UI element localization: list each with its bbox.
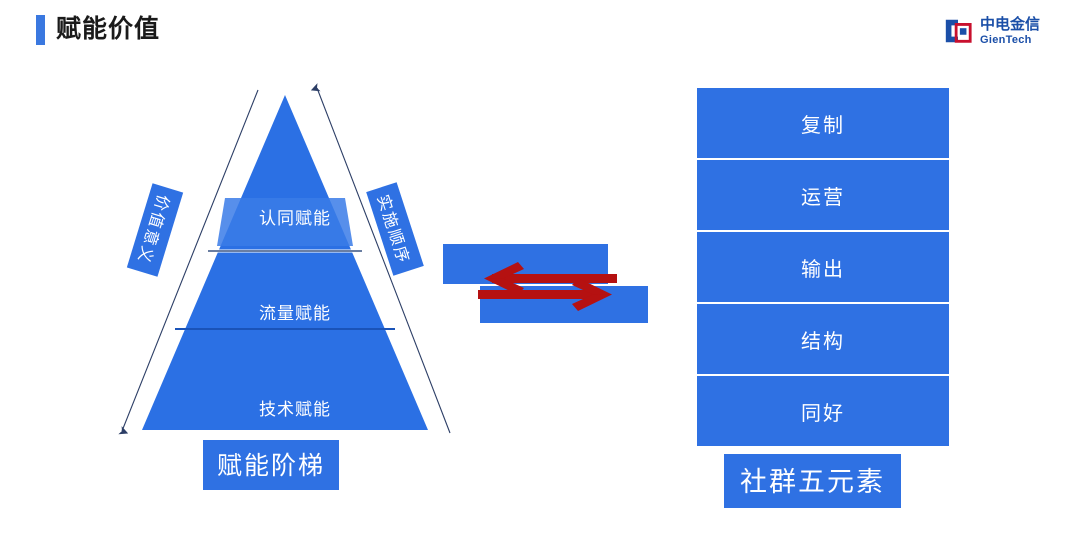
stack-item[interactable]: 复制 [697,88,949,158]
logo-text: 中电金信 GienTech [980,17,1040,46]
page-title: 赋能价值 [56,15,161,43]
right-guide-arrow [310,83,451,434]
title-accent-bar [36,15,45,45]
pyramid-shape-layer [118,83,451,435]
logo-en-label: GienTech [979,33,1032,46]
logo-cn-label: 中电金信 [979,15,1040,33]
left-guide-arrow [118,89,259,435]
slide-header: 赋能价值 中电金信 GienTech [0,0,1080,64]
pyramid-body [142,95,428,430]
exchange-shape-layer [443,244,648,323]
stack-item[interactable]: 输出 [697,232,949,302]
pyramid-guide-arrows [118,83,451,435]
right-arrow [478,278,612,311]
stack-caption: 社群五元素 [724,454,901,508]
stack-item[interactable]: 结构 [697,304,949,374]
gientech-logo-icon [945,19,972,43]
pyramid-top-band [217,198,353,246]
pyramid-diagram: 认同赋能 流量赋能 技术赋能 价值意义 实施顺序 赋能阶梯 [95,78,495,498]
stack-item[interactable]: 运营 [697,160,949,230]
pyramid-caption: 赋能阶梯 [203,440,340,490]
stack-item[interactable]: 同好 [697,376,949,446]
community-elements-stack: 复制 运营 输出 结构 同好 社群五元素 [697,88,953,508]
brand-logo: 中电金信 GienTech [943,16,1040,46]
exchange-arrows-diagram [440,238,655,323]
